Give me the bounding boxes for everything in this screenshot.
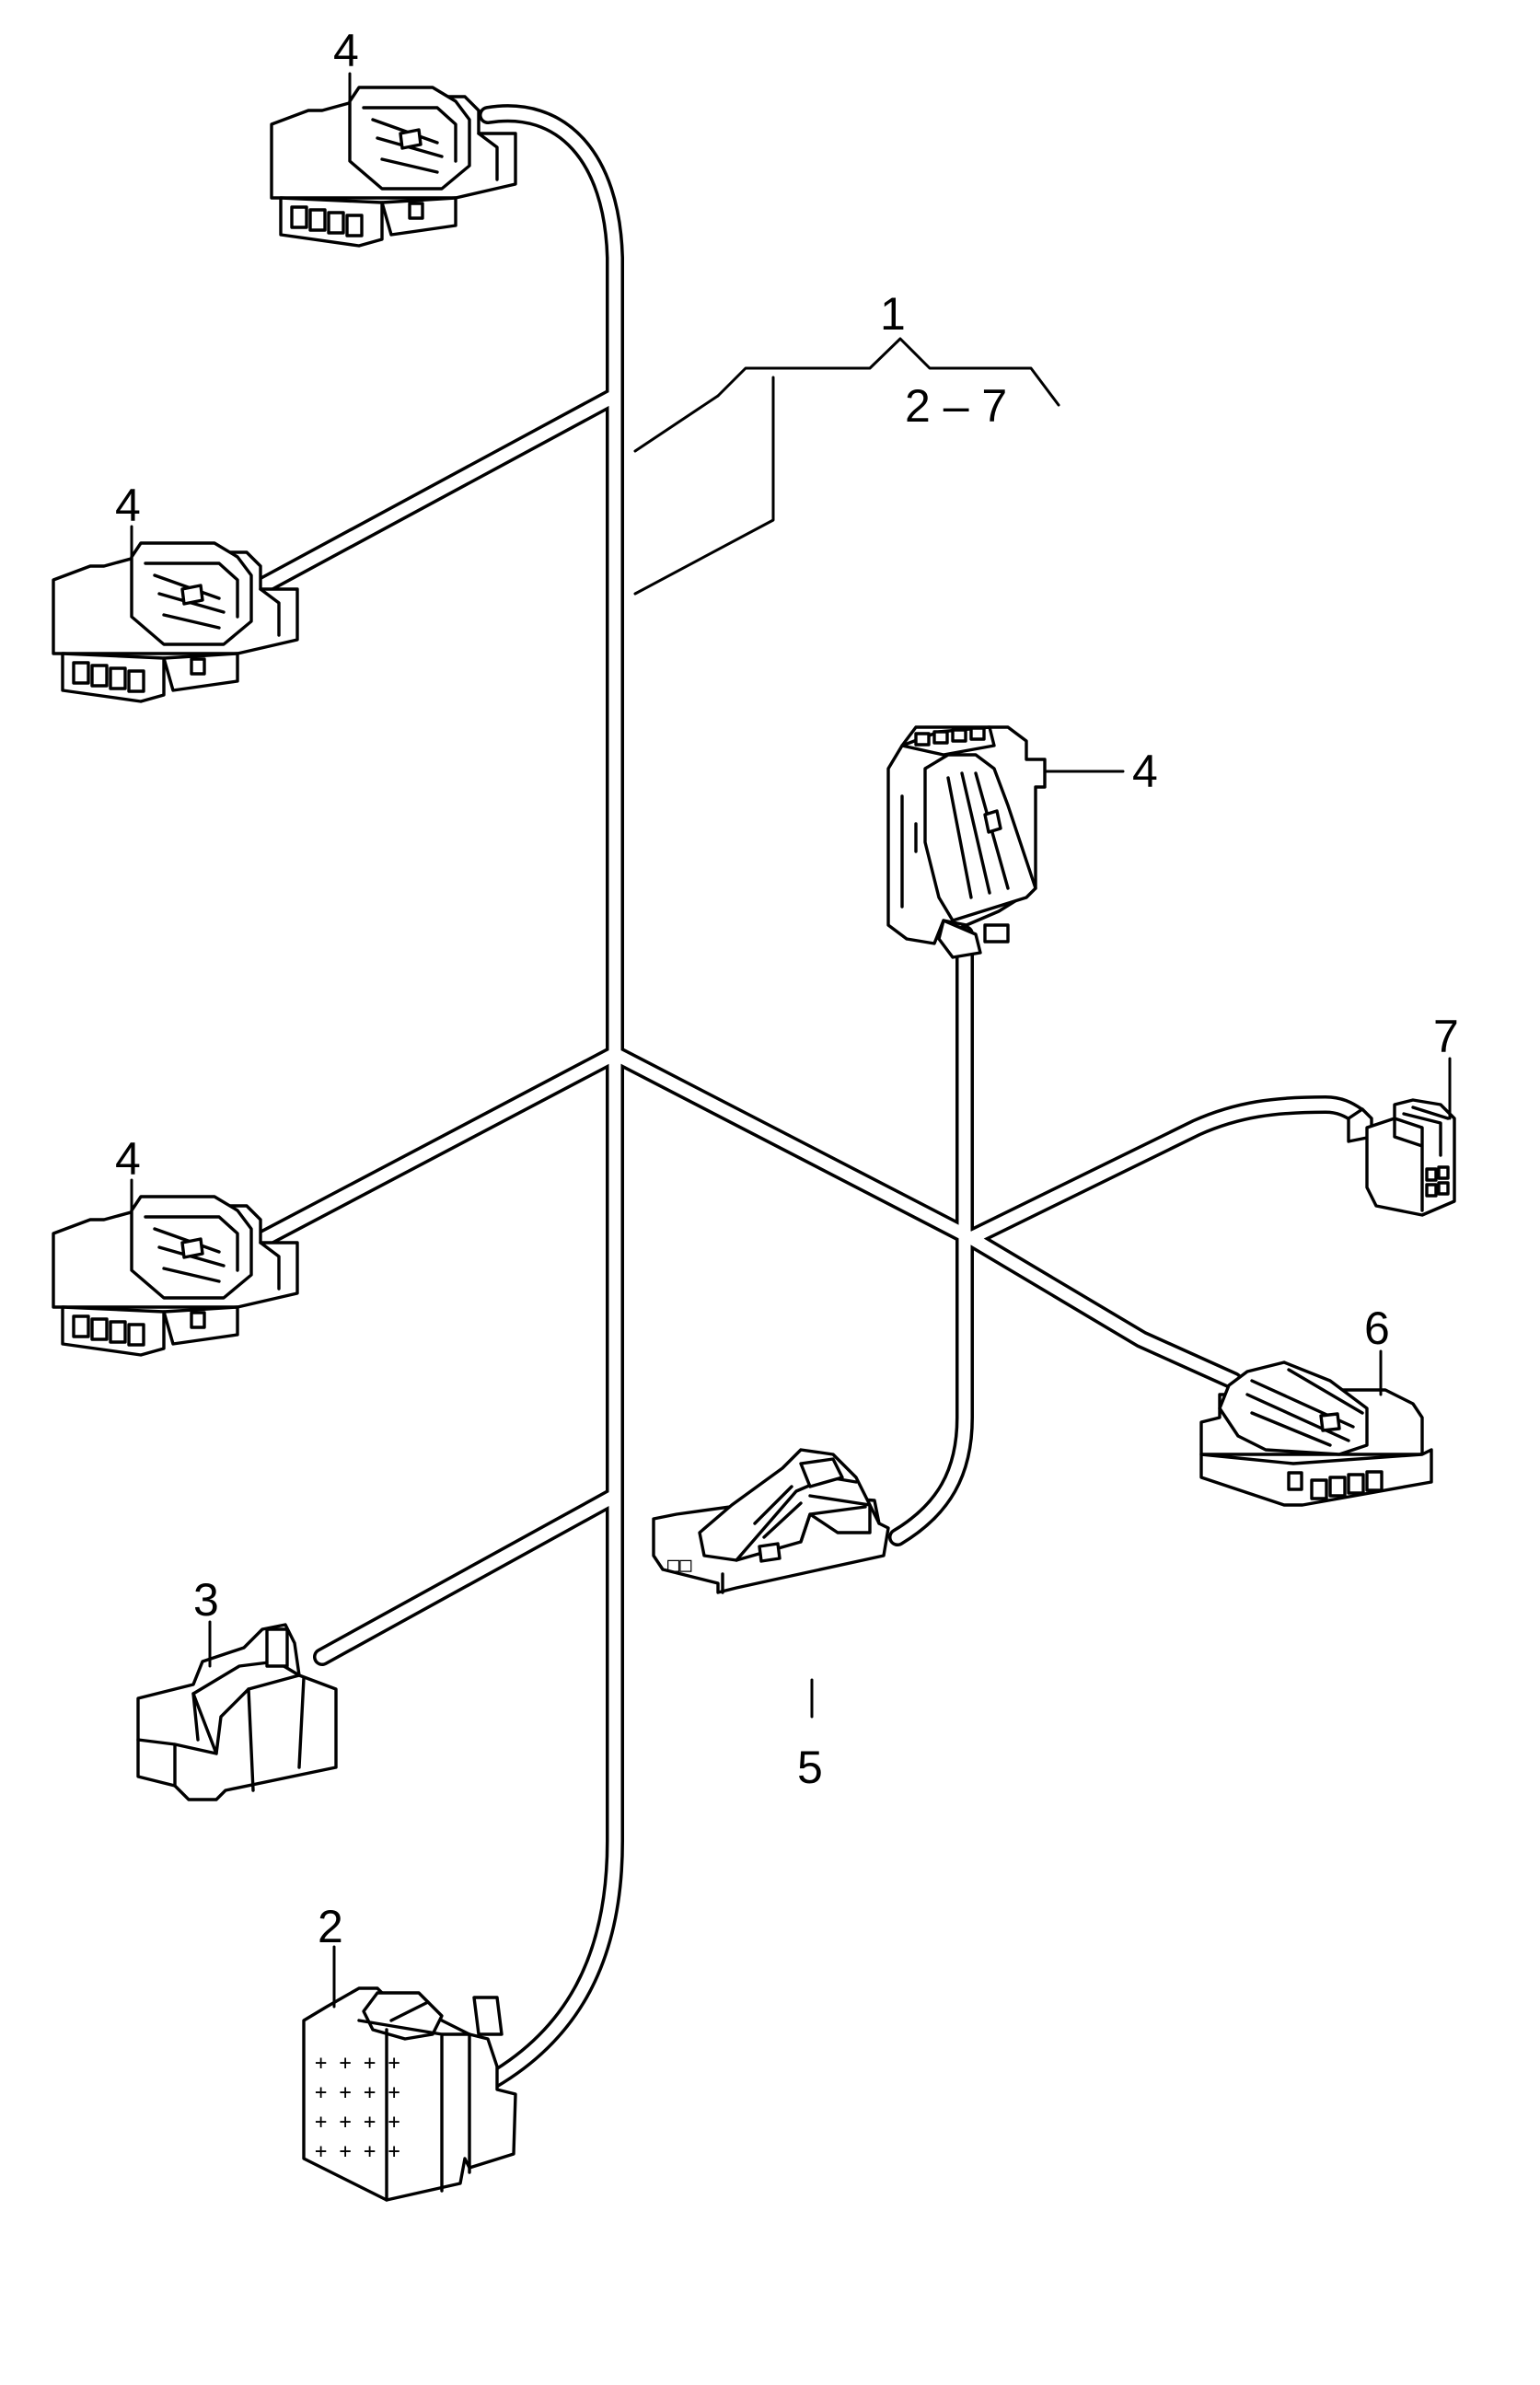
connector-4-upper-left — [52, 541, 299, 703]
callout-connector-top: 4 — [333, 25, 359, 76]
svg-text:+ + + +: + + + + — [315, 2052, 400, 2075]
callout-labels: 1 2 – 7 4 4 4 4 7 6 3 5 2 — [115, 25, 1459, 1952]
callout-connector-6: 6 — [1364, 1302, 1390, 1354]
connector-4-top — [270, 86, 517, 248]
callout-connector-7: 7 — [1433, 1011, 1459, 1062]
svg-text:+ + + +: + + + + — [315, 2140, 400, 2163]
callout-connector-middle-left: 4 — [115, 1133, 141, 1185]
connector-4-right-upper — [886, 725, 1047, 959]
callout-connector-right-upper: 4 — [1132, 746, 1158, 797]
connector-5: □□ — [652, 1448, 890, 1594]
connector-7 — [1347, 1098, 1456, 1217]
callout-connector-3: 3 — [193, 1574, 219, 1626]
callout-assembly-range: 2 – 7 — [905, 380, 1007, 432]
connector-6 — [1199, 1360, 1433, 1507]
svg-text:+ + + +: + + + + — [315, 2111, 400, 2134]
callout-connector-5: 5 — [797, 1742, 823, 1793]
connector-3 — [136, 1623, 338, 1801]
connector-4-middle-left — [52, 1195, 299, 1357]
callout-connector-upper-left: 4 — [115, 480, 141, 531]
wire-harness — [256, 104, 1367, 2090]
svg-text:□□: □□ — [667, 1554, 692, 1577]
callout-assembly: 1 — [880, 288, 906, 340]
leader-lines — [130, 72, 1452, 2009]
connector-2: + + + + + + + + + + + + + + + + — [302, 1986, 517, 2202]
callout-connector-2: 2 — [318, 1901, 343, 1952]
svg-text:+ + + +: + + + + — [315, 2081, 400, 2104]
